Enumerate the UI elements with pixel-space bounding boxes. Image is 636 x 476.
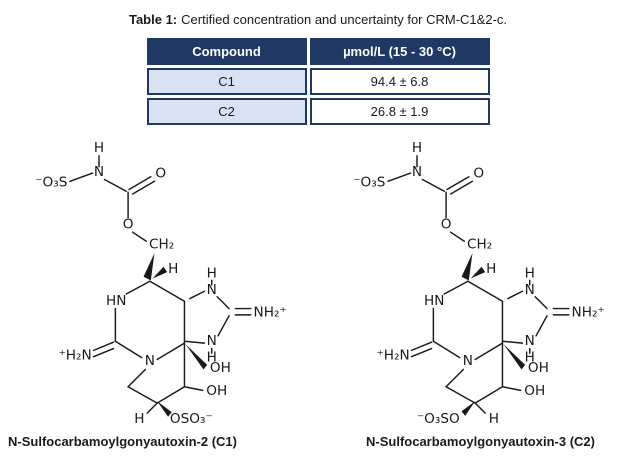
- table-caption-label: Table 1:: [128, 12, 178, 27]
- atom-label-ring-n: N: [463, 353, 473, 369]
- atom-label-methylene: CH₂: [149, 237, 174, 253]
- atom-label-hn: HN: [424, 293, 444, 309]
- cell-compound-c1: C1: [146, 68, 307, 95]
- bond-lines: [69, 155, 252, 417]
- header-concentration: µmol/L (15 - 30 °C): [309, 38, 490, 65]
- atom-label-imid-n-top: N: [525, 282, 535, 298]
- atom-label-nh-n: N: [412, 164, 422, 180]
- atom-label-h2n-plus: ⁺H₂N: [377, 347, 410, 363]
- atom-label-hn: HN: [106, 293, 126, 309]
- atom-label-oh-upper: OH: [210, 360, 231, 376]
- molecule-structure-c2-image: ⁻O₃S H N O O CH₂ H HN ⁺H₂N N H N NH₂⁺ N …: [353, 140, 605, 427]
- molecule-caption-c1: N-Sulfocarbamoylgonyautoxin-2 (C1): [8, 434, 237, 449]
- cell-value-c1: 94.4 ± 6.8: [309, 68, 490, 95]
- atom-label-ring-h: H: [168, 261, 178, 277]
- atom-label-methylene: CH₂: [467, 237, 492, 253]
- atom-label-sulfamate: ⁻O₃S: [353, 175, 385, 191]
- atom-label-carbonyl-o: O: [155, 166, 166, 182]
- atom-label-imid-h-bottom: H: [525, 349, 535, 365]
- table-row: C1 94.4 ± 6.8: [146, 68, 490, 95]
- cell-value-c2: 26.8 ± 1.9: [309, 98, 490, 125]
- atom-label-bottom-right: OSO₃⁻: [170, 411, 213, 427]
- molecule-c1: ⁻O₃S H N O O CH₂ H HN ⁺H₂N N H N NH₂⁺ N …: [0, 134, 318, 449]
- atom-label-bottom-left: H: [134, 411, 144, 427]
- atom-label-ester-o: O: [441, 217, 452, 233]
- molecule-c2: ⁻O₃S H N O O CH₂ H HN ⁺H₂N N H N NH₂⁺ N …: [318, 134, 636, 449]
- atom-label-nh2-plus: NH₂⁺: [572, 305, 605, 321]
- atom-label-imid-h-top: H: [207, 266, 217, 282]
- table-header-row: Compound µmol/L (15 - 30 °C): [146, 38, 490, 65]
- atom-label-bottom-right: H: [489, 411, 499, 427]
- certified-concentration-table: Compound µmol/L (15 - 30 °C) C1 94.4 ± 6…: [144, 35, 493, 128]
- atom-label-nh2-plus: NH₂⁺: [254, 305, 287, 321]
- molecule-caption-c2: N-Sulfocarbamoylgonyautoxin-3 (C2): [366, 434, 595, 449]
- atom-label-oh-lower: OH: [524, 383, 545, 399]
- table-caption: Table 1:Certified concentration and unce…: [0, 0, 636, 27]
- atom-label-ring-h: H: [486, 261, 496, 277]
- atom-label-ring-n: N: [145, 353, 155, 369]
- structures-row: ⁻O₃S H N O O CH₂ H HN ⁺H₂N N H N NH₂⁺ N …: [0, 134, 636, 449]
- molecule-structure-c1-image: ⁻O₃S H N O O CH₂ H HN ⁺H₂N N H N NH₂⁺ N …: [35, 140, 287, 427]
- table-row: C2 26.8 ± 1.9: [146, 98, 490, 125]
- atom-label-imid-h-top: H: [525, 266, 535, 282]
- atom-label-oh-upper: OH: [528, 360, 549, 376]
- atom-label-carbonyl-o: O: [473, 166, 484, 182]
- atom-label-nh-h: H: [94, 140, 104, 156]
- atom-label-imid-n-bottom: N: [207, 333, 217, 349]
- atom-label-ester-o: O: [123, 217, 134, 233]
- header-compound: Compound: [146, 38, 307, 65]
- atom-label-oh-lower: OH: [206, 383, 227, 399]
- bond-lines: [387, 155, 570, 416]
- atom-label-nh-n: N: [94, 164, 104, 180]
- atom-label-h2n-plus: ⁺H₂N: [59, 347, 92, 363]
- atom-label-imid-h-bottom: H: [207, 349, 217, 365]
- table-caption-text: Certified concentration and uncertainty …: [181, 12, 508, 27]
- atom-label-imid-n-bottom: N: [525, 333, 535, 349]
- cell-compound-c2: C2: [146, 98, 307, 125]
- atom-label-imid-n-top: N: [207, 282, 217, 298]
- atom-label-nh-h: H: [412, 140, 422, 156]
- atom-label-bottom-left: ⁻O₃SO: [417, 411, 460, 427]
- atom-label-sulfamate: ⁻O₃S: [35, 175, 67, 191]
